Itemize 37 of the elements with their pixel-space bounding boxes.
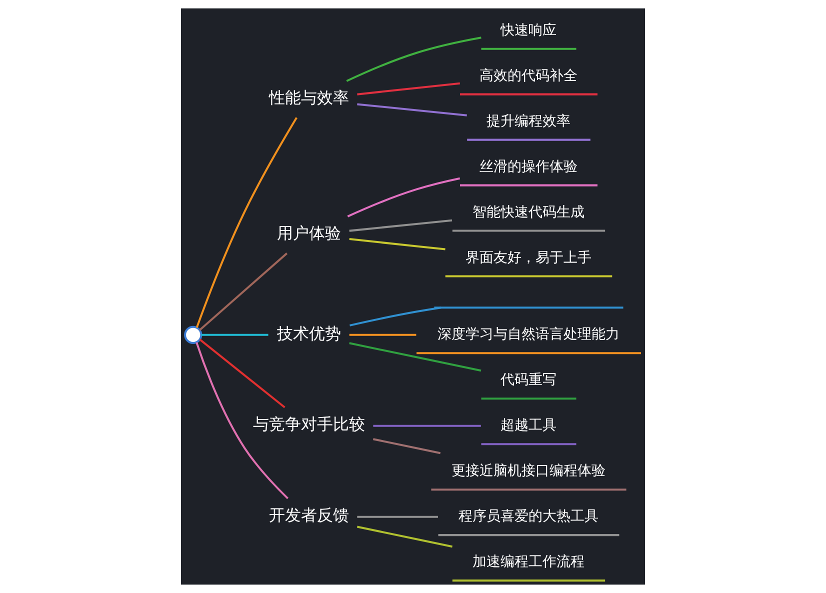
connector [357,103,467,116]
connector [201,334,268,336]
node-text: 与竞争对手比较 [252,416,365,434]
connector [349,334,416,336]
node-text: 更接近脑机接口编程体验 [452,463,606,480]
node-text: 快速响应 [500,22,557,38]
node-text: 界面友好，易于上手 [466,250,592,266]
connector [199,338,286,408]
node-text: 高效的代码补全 [480,68,578,84]
node-text: 加速编程工作流程 [472,554,585,570]
connector [196,342,288,500]
connector [347,177,460,218]
node-text: 开发者反馈 [268,508,349,525]
node-text: 技术优势 [276,326,341,343]
connector [349,238,446,250]
node-text: 提升编程效率 [486,113,571,130]
node-bar [434,306,624,309]
node-text: 智能快速代码生成 [472,204,585,220]
node-text: 用户体验 [276,226,341,243]
node-text: 程序员喜爱的大热工具 [458,508,599,525]
connector [349,219,452,232]
connector [357,516,438,518]
node-text: 超越工具 [500,418,557,434]
connector [196,117,298,328]
node-text: 深度学习与自然语言处理能力 [438,326,620,343]
node-text: 代码重写 [500,372,557,388]
connector [198,252,288,331]
connector [357,82,460,96]
node-text: 性能与效率 [268,90,349,108]
connector [372,438,441,454]
connector [373,424,481,427]
connector [349,342,482,372]
node-text: 丝滑的操作体验 [480,158,578,175]
connector [350,306,442,326]
connector [356,526,452,548]
node-circle [184,326,202,344]
connector [346,36,482,82]
